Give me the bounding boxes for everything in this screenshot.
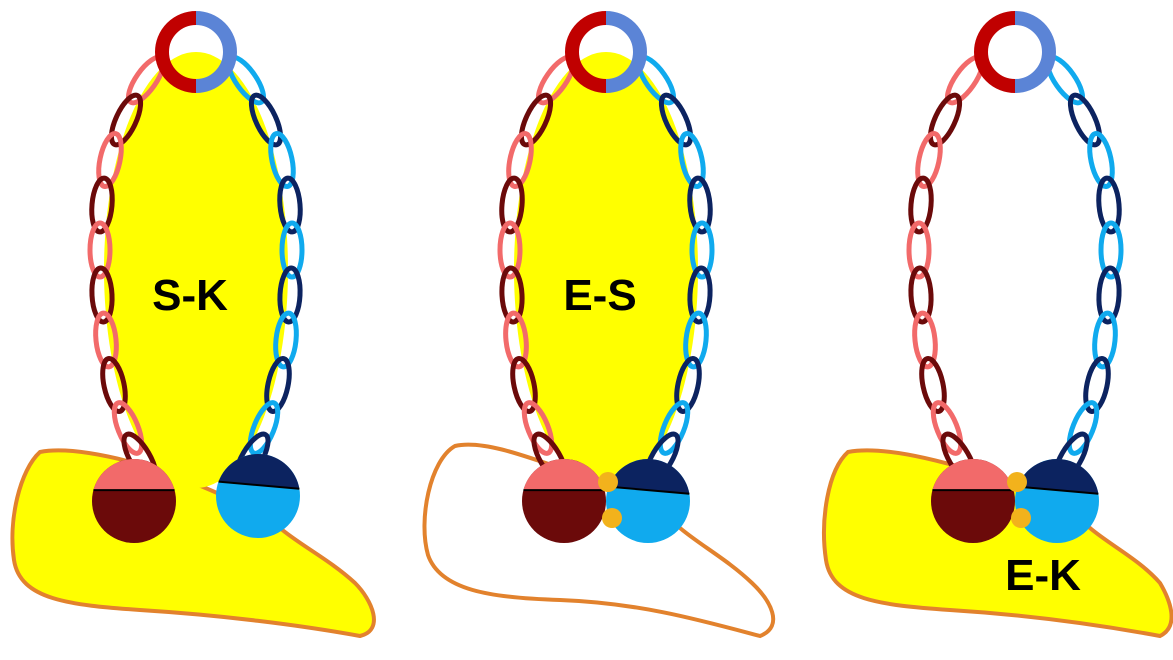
right-chain-link-9 (1064, 399, 1103, 457)
loop-fill (514, 52, 698, 488)
right-domain (606, 459, 690, 543)
left-domain (522, 459, 606, 543)
hinge-ring-right (1015, 18, 1049, 86)
right-chain-link-2 (1065, 91, 1106, 148)
panel-label: E-S (563, 271, 636, 320)
left-chain-link-9 (928, 399, 967, 457)
panel-sk: S-K (12, 18, 373, 636)
left-chain-link-2 (925, 91, 966, 148)
right-domain (216, 454, 300, 538)
panel-label: E-K (1005, 551, 1081, 600)
hinge-ring-left (981, 18, 1015, 86)
contact-dot-upper (598, 472, 618, 492)
panel-es: E-S (424, 18, 773, 636)
contact-dot-lower (1011, 508, 1031, 528)
left-domain (931, 459, 1015, 543)
right-domain (1015, 459, 1099, 543)
contact-dot-lower (602, 508, 622, 528)
loop-fill (104, 52, 288, 488)
left-domain (92, 459, 176, 543)
contact-dot-upper (1007, 472, 1027, 492)
panel-ek: E-K (824, 18, 1171, 636)
hinge-ring (981, 18, 1049, 86)
panel-label: S-K (152, 271, 228, 320)
